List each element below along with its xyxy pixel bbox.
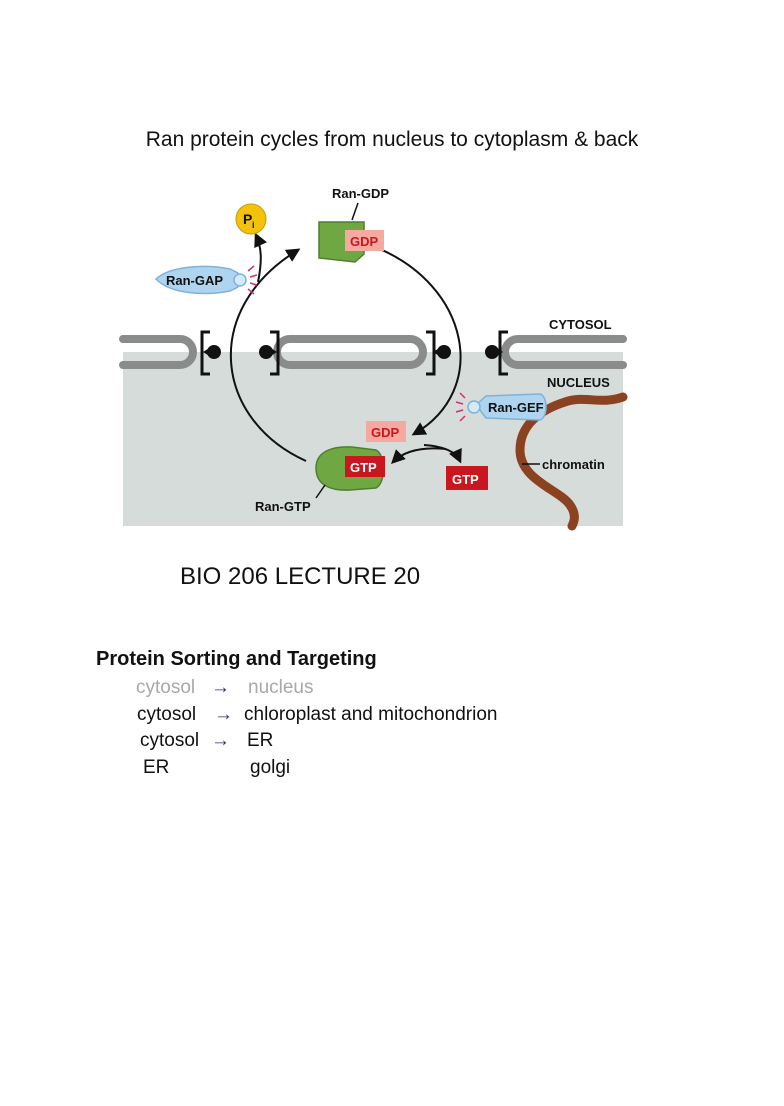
phosphate-subscript: i — [252, 220, 255, 230]
row-to: ER — [247, 730, 273, 752]
row-arrow-icon: → — [211, 730, 230, 752]
sorting-heading: Protein Sorting and Targeting — [96, 648, 377, 671]
cytosol-label: CYTOSOL — [549, 317, 612, 332]
phosphate-symbol: P — [243, 211, 252, 227]
ran-gdp-leader — [352, 203, 358, 220]
incoming-gtp-text: GTP — [452, 472, 479, 487]
row-from: cytosol — [136, 677, 195, 699]
gtp-badge-text: GTP — [350, 460, 377, 475]
row-arrow-icon: → — [214, 704, 233, 726]
nucleus-label: NUCLEUS — [547, 375, 610, 390]
ran-gef-label: Ran-GEF — [488, 400, 544, 415]
ran-gef-knob — [468, 401, 480, 413]
row-to: nucleus — [248, 677, 314, 699]
ran-cycle-diagram: CYTOSOL NUCLEUS chromatin Ran-GDP GDP P … — [0, 0, 784, 560]
ran-gap-knob — [234, 274, 246, 286]
row-from: cytosol — [137, 704, 196, 726]
row-from: cytosol — [140, 730, 199, 752]
row-to: golgi — [250, 757, 290, 779]
row-to: chloroplast and mitochondrion — [244, 704, 498, 726]
released-gdp-text: GDP — [371, 425, 400, 440]
gdp-badge-text: GDP — [350, 234, 379, 249]
ran-gtp-label: Ran-GTP — [255, 499, 311, 514]
row-arrow-icon: → — [211, 677, 230, 699]
lecture-number: BIO 206 LECTURE 20 — [180, 563, 420, 591]
ran-gap-label: Ran-GAP — [166, 273, 223, 288]
chromatin-label: chromatin — [542, 457, 605, 472]
row-from: ER — [143, 757, 169, 779]
ran-gdp-label: Ran-GDP — [332, 186, 389, 201]
